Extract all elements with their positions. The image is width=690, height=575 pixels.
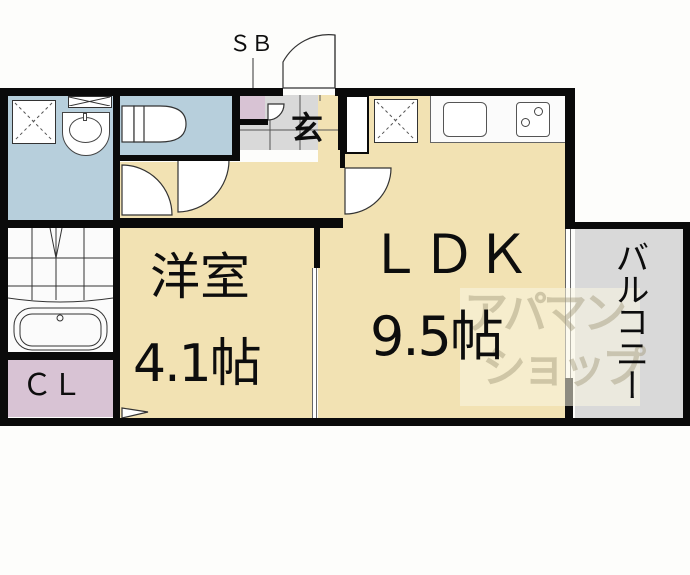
- wall-balcony-right: [683, 222, 690, 426]
- toilet-icon: [121, 105, 187, 143]
- wall-entrance-right: [338, 88, 345, 150]
- entrance-label: 玄: [291, 109, 324, 147]
- wall-ldk-kitchen-top: [345, 95, 369, 154]
- washbasin-icon: [62, 112, 110, 156]
- washer-vent-icon: [68, 96, 112, 108]
- wall-top-left: [0, 88, 283, 96]
- wall-bath-divider: [0, 220, 120, 228]
- bathroom: [8, 228, 113, 352]
- wall-ldk-left: [340, 150, 345, 168]
- wall-bath-closet: [0, 352, 120, 360]
- balcony-label: バルコニー: [609, 240, 649, 400]
- shoe-box: [240, 95, 265, 119]
- ldk-name: ＬＤＫ: [368, 223, 530, 286]
- watermark: アパマン ショップ: [460, 288, 646, 406]
- wall-hall-bottom: [113, 218, 343, 228]
- sliding-door-western-ldk: [312, 268, 317, 418]
- wall-toilet-right: [232, 95, 240, 161]
- closet-label: ＣＬ: [22, 368, 82, 403]
- wall-wash-right: [113, 95, 120, 425]
- wall-right-upper: [565, 88, 575, 228]
- sink-icon: [443, 102, 487, 137]
- western-room-size: 4.1帖: [133, 334, 262, 394]
- western-room-name: 洋室: [150, 248, 250, 306]
- shoe-box-label: ＳＢ: [229, 32, 274, 57]
- wall-sb: [240, 119, 268, 125]
- entrance-tile-lines: [240, 95, 340, 150]
- wall-western-right: [314, 222, 320, 268]
- wall-top-right: [335, 88, 575, 96]
- stove-icon: [516, 102, 550, 137]
- ldk-size: 9.5帖: [370, 305, 504, 368]
- closet: [8, 360, 113, 417]
- washroom-vent-icon: [12, 100, 56, 144]
- wall-bottom: [0, 418, 690, 426]
- wall-balcony-top: [565, 222, 690, 229]
- bathtub-icon: [8, 228, 113, 351]
- western-room: [120, 228, 315, 418]
- wall-left: [0, 88, 8, 426]
- wall-toilet-bottom: [113, 155, 233, 161]
- kitchen-vent-icon: [374, 99, 418, 143]
